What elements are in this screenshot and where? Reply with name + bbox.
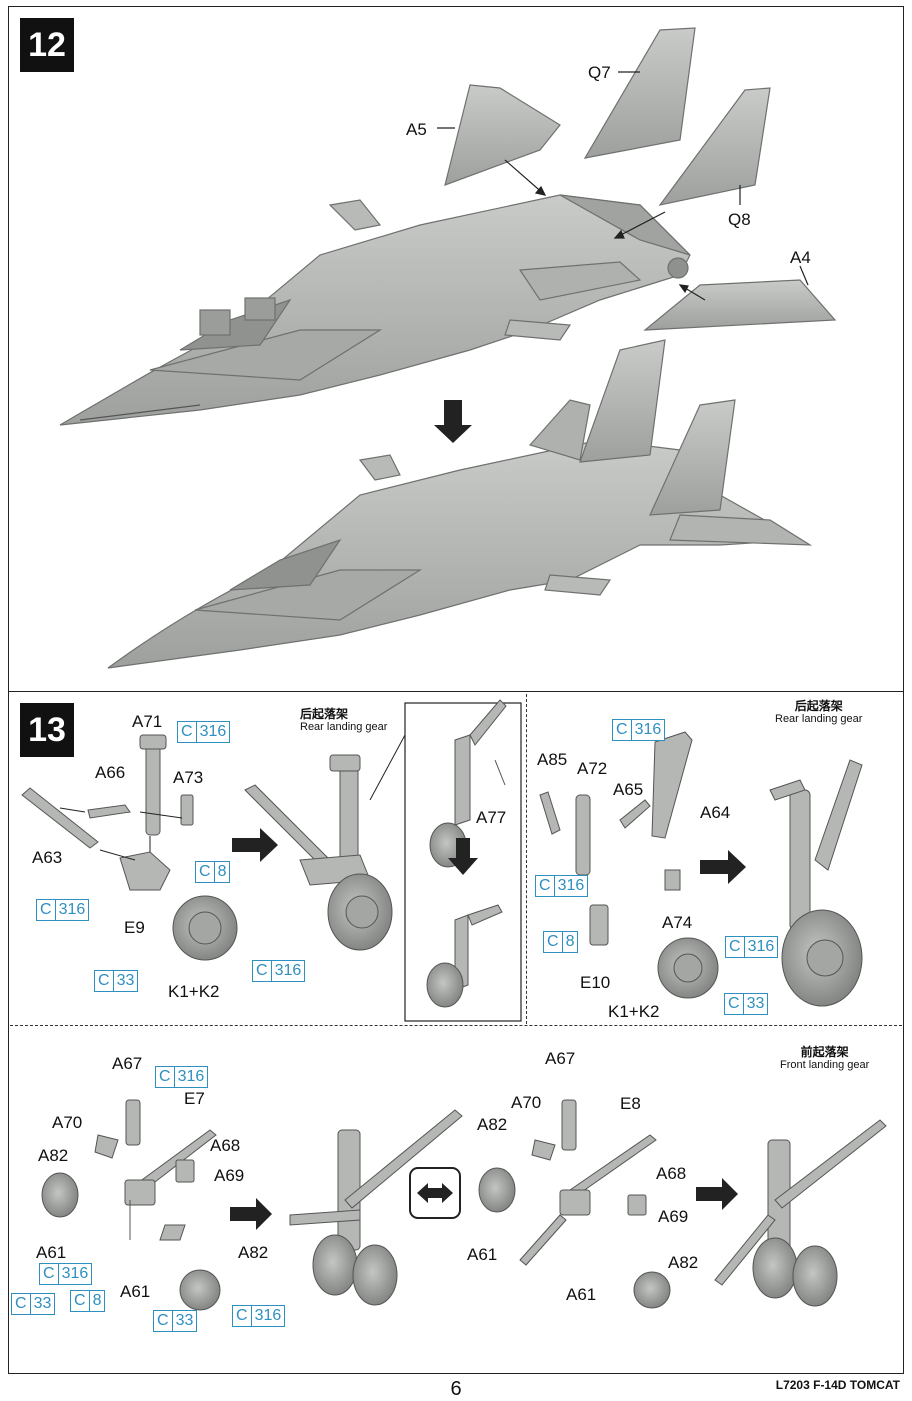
label-a61: A61 <box>36 1243 67 1262</box>
rear-gear-left-parts <box>21 734 238 961</box>
step-arrow-down <box>434 400 472 443</box>
label-a5: A5 <box>406 120 427 139</box>
detail-callout-box <box>404 702 522 1022</box>
rear-gear-right-assembled <box>769 759 863 1007</box>
step-arrow-right-4 <box>696 1178 738 1210</box>
label-e10: E10 <box>580 973 611 992</box>
label-a82: A82 <box>477 1115 508 1134</box>
rear-gear-right-parts <box>539 731 719 999</box>
label-a67: A67 <box>112 1054 143 1073</box>
dashed-divider-horizontal <box>10 1025 902 1026</box>
label-a85: A85 <box>537 750 568 769</box>
step-arrow-right-3 <box>230 1198 272 1230</box>
label-a82: A82 <box>668 1253 699 1272</box>
swap-arrows-icon <box>417 1183 453 1203</box>
label-a82: A82 <box>238 1243 269 1262</box>
label-e9: E9 <box>124 918 145 937</box>
label-e8: E8 <box>620 1094 641 1113</box>
rear-gear-left-assembled <box>244 754 393 951</box>
label-k1k2-right: K1+K2 <box>608 1002 660 1021</box>
label-a61: A61 <box>467 1245 498 1264</box>
callout-gear-bottom <box>426 904 503 1008</box>
label-q7: Q7 <box>588 63 611 82</box>
label-a66: A66 <box>95 763 126 782</box>
attach-arrows <box>437 71 809 301</box>
label-a77: A77 <box>476 808 507 827</box>
front-gear-right-parts <box>478 1099 671 1309</box>
front-gear-left-parts <box>41 1099 221 1311</box>
label-a67: A67 <box>545 1049 576 1068</box>
label-a61: A61 <box>120 1282 151 1301</box>
rear-gear-left-arrows <box>59 807 183 861</box>
part-q7 <box>583 27 696 159</box>
label-a73: A73 <box>173 768 204 787</box>
part-q8 <box>658 87 771 206</box>
label-a82: A82 <box>38 1146 69 1165</box>
aircraft-assembled <box>107 339 813 669</box>
step-arrow-right <box>232 828 278 862</box>
instruction-frame <box>8 6 904 1374</box>
label-a63: A63 <box>32 848 63 867</box>
callout-arrow-down <box>448 838 478 875</box>
label-a64: A64 <box>700 803 731 822</box>
part-a5 <box>444 84 561 186</box>
label-a72: A72 <box>577 759 608 778</box>
label-e7: E7 <box>184 1089 205 1108</box>
label-a68: A68 <box>210 1136 241 1155</box>
label-a74: A74 <box>662 913 693 932</box>
kit-code: L7203 F-14D TOMCAT <box>775 1378 900 1392</box>
label-a65: A65 <box>613 780 644 799</box>
step-number-12: 12 <box>20 18 74 72</box>
page-number: 6 <box>450 1378 462 1400</box>
label-a68: A68 <box>656 1164 687 1183</box>
label-a4: A4 <box>790 248 811 267</box>
label-a71: A71 <box>132 712 163 731</box>
step-arrow-right-2 <box>700 850 746 884</box>
front-gear-right-assembled <box>714 1119 887 1307</box>
label-a61: A61 <box>566 1285 597 1304</box>
step-divider <box>8 691 904 692</box>
part-a4 <box>643 279 837 331</box>
dashed-divider-vertical <box>526 694 527 1024</box>
step-number-13: 13 <box>20 703 74 757</box>
label-a70: A70 <box>511 1093 542 1112</box>
label-a69: A69 <box>214 1166 245 1185</box>
front-gear-left-assembled <box>289 1109 463 1306</box>
label-a70: A70 <box>52 1113 83 1132</box>
label-q8: Q8 <box>728 210 751 229</box>
aircraft-exploded <box>59 194 691 426</box>
label-k1k2-left: K1+K2 <box>168 982 220 1001</box>
label-a69: A69 <box>658 1207 689 1226</box>
